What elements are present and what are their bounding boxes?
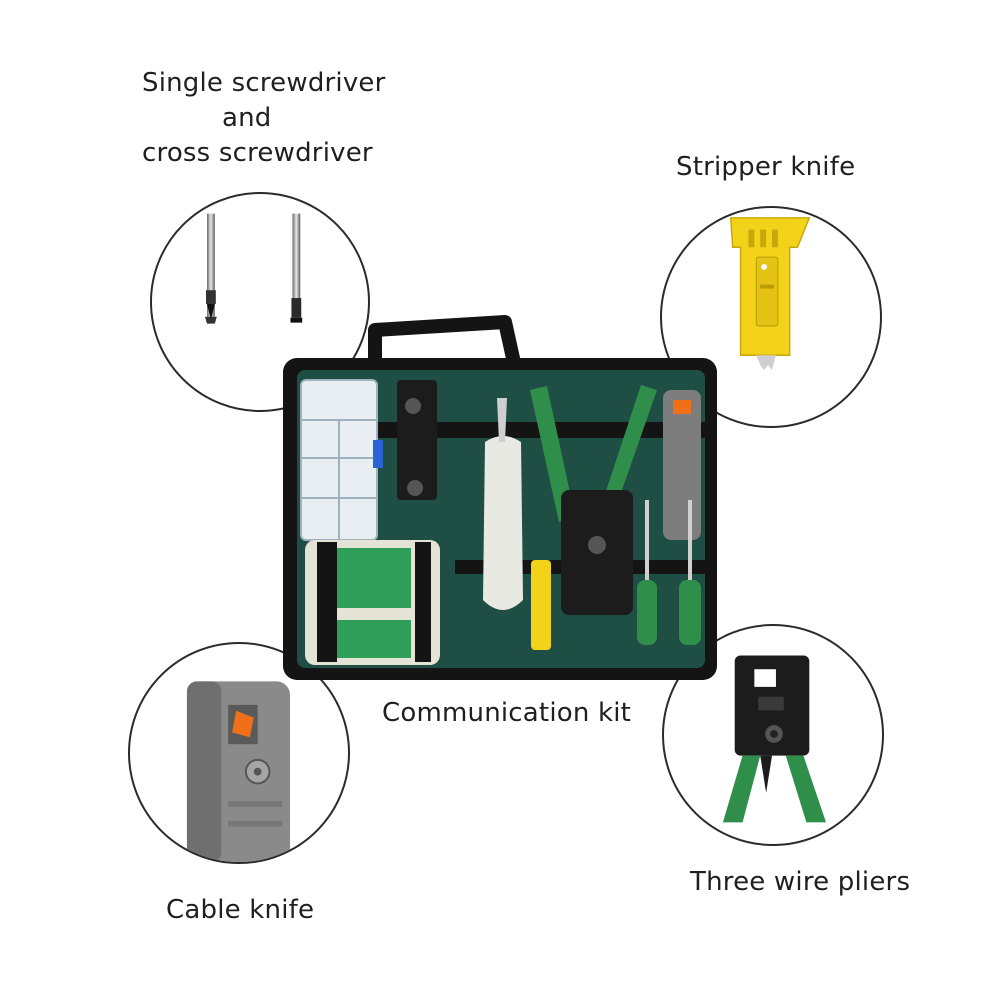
circle-screwdrivers <box>150 192 370 412</box>
three-wire-pliers-image <box>722 655 827 823</box>
label-cable-knife: Cable knife <box>166 895 315 925</box>
circle-stripper-knife <box>660 206 882 428</box>
label-screwdriver-line1: Single screwdriver <box>142 68 386 98</box>
label-stripper-knife: Stripper knife <box>676 152 856 182</box>
label-screwdriver-line2: and <box>222 103 272 133</box>
stripper-knife-image <box>729 217 811 371</box>
screwdrivers-image <box>205 213 303 324</box>
label-screwdriver-line3: cross screwdriver <box>142 138 373 168</box>
communication-kit-bag <box>275 310 725 685</box>
label-communication-kit: Communication kit <box>382 698 632 728</box>
label-three-wire-pliers: Three wire pliers <box>690 867 911 897</box>
cable-knife-image <box>186 681 291 862</box>
kit-image <box>283 315 717 680</box>
